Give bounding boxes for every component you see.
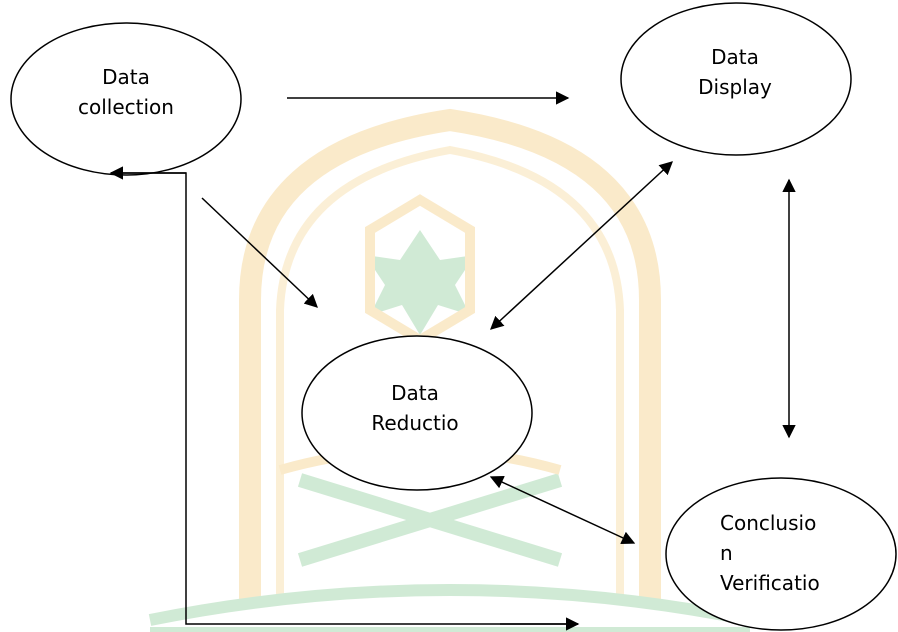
conclusion-line3: Verificatio — [720, 571, 820, 591]
data-reduction-line1: Data — [391, 381, 439, 405]
conclusion-verification-node — [665, 477, 897, 631]
conclusion-line2: n — [720, 541, 733, 565]
data-display-node — [620, 2, 852, 156]
data-reduction-label: Data Reductio — [360, 378, 470, 438]
arrow-display-reduction — [490, 161, 673, 330]
data-collection-line2: collection — [78, 95, 174, 119]
data-reduction-line2: Reductio — [371, 411, 459, 435]
data-display-line2: Display — [698, 75, 772, 99]
data-reduction-node — [301, 335, 533, 491]
data-display-label: Data Display — [680, 42, 790, 102]
data-display-line1: Data — [711, 45, 759, 69]
data-collection-node — [10, 22, 242, 176]
arrow-reduction-conclusion — [489, 475, 636, 545]
arrow-collection-to-reduction — [201, 197, 318, 308]
conclusion-line1: Conclusio — [720, 511, 817, 535]
data-collection-line1: Data — [102, 65, 150, 89]
conclusion-verification-label: Conclusio n Verificatio — [720, 508, 840, 591]
data-collection-label: Data collection — [66, 62, 186, 122]
